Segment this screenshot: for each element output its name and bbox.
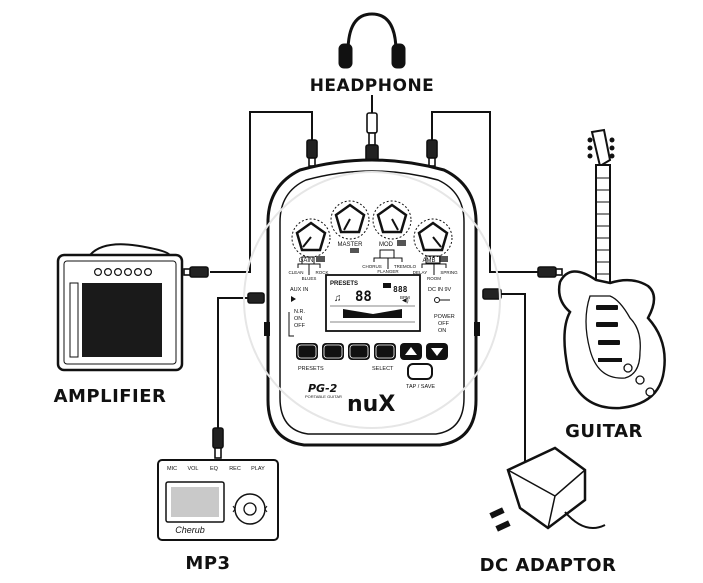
mod-opt-tremolo: TREMOLO — [394, 264, 417, 269]
dc-plug-device — [482, 288, 502, 300]
aux-in-label: AUX IN — [290, 287, 308, 293]
mp3-btn-vol: VOL — [187, 466, 198, 472]
amp-plug-side — [183, 266, 209, 278]
knob-mod[interactable] — [372, 200, 412, 240]
preset-button-1[interactable] — [296, 343, 318, 360]
nr-label: N.R. — [294, 309, 305, 315]
arrow-down-icon — [431, 348, 443, 356]
display-presets: PRESETS — [330, 281, 358, 287]
buttons — [296, 343, 448, 380]
power-off: OFF — [438, 321, 450, 327]
nr-off: OFF — [294, 323, 306, 329]
mod-opt-flanger: FLANGER — [377, 269, 399, 274]
tap-save-button[interactable] — [407, 363, 433, 380]
gain-opt-blues: BLUES — [302, 276, 317, 281]
mp3-player-icon: MIC VOL EQ REC PLAY Cherub — [157, 459, 279, 541]
amb-opt-spring: SPRING — [440, 270, 458, 275]
dc-in-label: DC IN 9V — [428, 287, 452, 293]
dc-adaptor-icon — [489, 446, 606, 532]
headphone-label: HEADPHONE — [310, 76, 435, 96]
amb-label: AMB — [422, 258, 435, 264]
pg2-device: GAIN MASTER MOD AMB CLEAN BLUES ROCK CHO… — [243, 158, 501, 447]
power-label: POWER — [434, 314, 455, 320]
amplifier-label: AMPLIFIER — [54, 386, 167, 407]
preset-button-4[interactable] — [374, 343, 396, 360]
mp3-plug-device — [247, 292, 265, 304]
nr-on: ON — [294, 316, 302, 322]
power-on: ON — [438, 328, 446, 334]
guitar-cable — [431, 111, 540, 273]
dc-cable — [488, 293, 526, 465]
model-subtitle: PORTABLE GUITAR — [305, 394, 342, 399]
display-bpm-unit: BPM — [400, 295, 410, 300]
guitar-plug-top — [426, 139, 438, 167]
music-note-icon: ♫ — [334, 293, 342, 304]
amb-opt-room: ROOM — [427, 276, 441, 281]
guitar-label: GUITAR — [565, 421, 643, 442]
headphone-icon — [338, 12, 406, 69]
model-name: PG-2 — [308, 382, 338, 395]
gain-opt-rock: ROCK — [315, 270, 328, 275]
mp3-btn-rec: REC — [229, 466, 241, 472]
mp3-btn-eq: EQ — [210, 466, 219, 472]
gain-opt-clean: CLEAN — [288, 270, 303, 275]
gain-label: GAIN — [299, 258, 314, 264]
knob-gain[interactable] — [291, 218, 331, 258]
mp3-cable — [217, 297, 263, 430]
speaker-icon: ◀) — [402, 298, 409, 304]
mod-opt-chorus: CHORUS — [362, 264, 382, 269]
tap-save-label: TAP / SAVE — [406, 384, 435, 390]
presets-button-label: PRESETS — [298, 366, 324, 372]
amplifier-cable — [210, 111, 313, 273]
mp3-plug — [212, 427, 224, 459]
arrow-up-icon — [405, 347, 417, 355]
dc-adaptor-label: DC ADAPTOR — [480, 555, 617, 576]
master-label: MASTER — [337, 242, 363, 248]
brand-logo: nuX — [347, 392, 395, 417]
mp3-btn-play: PLAY — [251, 466, 265, 472]
headphone-plug — [365, 112, 379, 162]
amb-opt-delay: DELAY — [413, 270, 427, 275]
mp3-brand: Cherub — [175, 525, 205, 535]
display-bpm-value: 888 — [393, 285, 408, 294]
amplifier-icon — [56, 243, 184, 372]
mp3-btn-mic: MIC — [167, 466, 177, 472]
guitar-plug-side — [537, 266, 563, 278]
guitar-icon — [557, 128, 666, 410]
select-label: SELECT — [372, 366, 394, 372]
mod-label: MOD — [379, 242, 394, 248]
preset-button-2[interactable] — [322, 343, 344, 360]
knob-master[interactable] — [330, 200, 370, 240]
display-digits: 88 — [355, 289, 372, 305]
preset-button-3[interactable] — [348, 343, 370, 360]
knob-amb[interactable] — [413, 218, 453, 258]
mp3-label: MP3 — [185, 553, 230, 574]
lcd-display: PRESETS 88 888 BPM ♫ ◀) — [325, 274, 421, 332]
amp-plug-top — [306, 139, 318, 167]
